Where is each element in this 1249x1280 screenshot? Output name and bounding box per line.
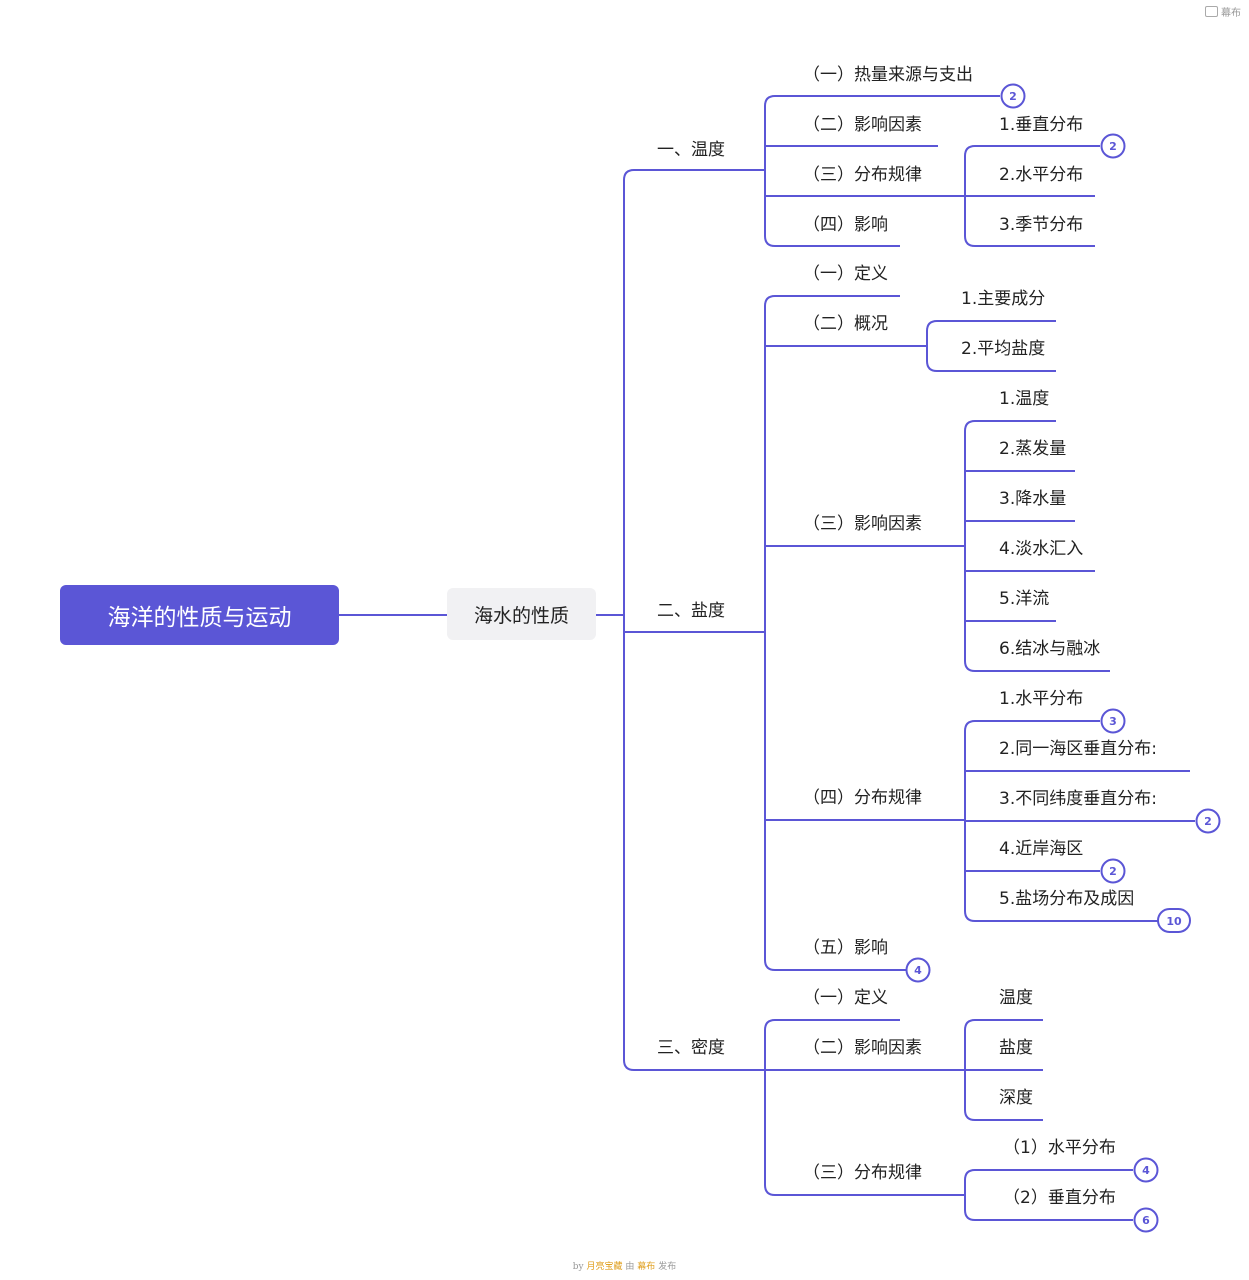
count-badge-salt-impact[interactable]: 4 (905, 957, 931, 983)
count-badge-salt-latitude[interactable]: 2 (1195, 808, 1221, 834)
footer-suffix: 发布 (658, 1262, 677, 1272)
salt-factor-freshwater[interactable]: 4.淡水汇入 (999, 539, 1084, 559)
count-badge-dens-horizontal[interactable]: 4 (1133, 1157, 1159, 1183)
salt-dist-same-area-vertical[interactable]: 2.同一海区垂直分布: (999, 739, 1157, 759)
section-salinity[interactable]: 二、盐度 (657, 601, 725, 621)
section-density[interactable]: 三、密度 (657, 1038, 725, 1058)
footer-author[interactable]: 月亮宝藏 (586, 1262, 623, 1272)
salt-overview-average[interactable]: 2.平均盐度 (961, 339, 1046, 359)
svg-text:2: 2 (1109, 865, 1117, 878)
footer-by: by (572, 1262, 584, 1272)
salt-overview-composition[interactable]: 1.主要成分 (961, 289, 1046, 309)
temp-distribution[interactable]: （三）分布规律 (803, 165, 922, 185)
svg-text:10: 10 (1166, 915, 1182, 928)
footer-brand[interactable]: 幕布 (637, 1262, 656, 1272)
dens-factor-depth[interactable]: 深度 (999, 1088, 1033, 1108)
root-topic[interactable]: 海洋的性质与运动 (60, 585, 339, 645)
dens-dist-horizontal[interactable]: （1）水平分布 (1003, 1138, 1116, 1158)
salt-factor-temperature[interactable]: 1.温度 (999, 389, 1050, 409)
svg-text:2: 2 (1009, 90, 1017, 103)
svg-text:6: 6 (1142, 1214, 1150, 1227)
salt-dist-nearshore[interactable]: 4.近岸海区 (999, 839, 1084, 859)
dens-factors[interactable]: （二）影响因素 (803, 1038, 922, 1058)
subtopic-seawater-properties[interactable]: 海水的性质 (447, 588, 596, 640)
dens-distribution[interactable]: （三）分布规律 (803, 1163, 922, 1183)
count-badge-salt-nearshore[interactable]: 2 (1100, 858, 1126, 884)
svg-text:4: 4 (914, 964, 922, 977)
temp-impact[interactable]: （四）影响 (803, 215, 888, 235)
temp-dist-horizontal[interactable]: 2.水平分布 (999, 165, 1084, 185)
mubu-logo-icon (1205, 6, 1218, 17)
footer-credit: by 月亮宝藏 由 幕布 发布 (0, 1259, 1249, 1272)
temp-dist-vertical[interactable]: 1.垂直分布 (999, 115, 1084, 135)
count-badge-salt-horizontal[interactable]: 3 (1100, 708, 1126, 734)
count-badge-temp-vertical[interactable]: 2 (1100, 133, 1126, 159)
dens-definition[interactable]: （一）定义 (803, 988, 888, 1008)
count-badge-temp-source[interactable]: 2 (1000, 83, 1026, 109)
dens-factor-temperature[interactable]: 温度 (999, 988, 1033, 1008)
footer-mid: 由 (625, 1262, 635, 1272)
dens-factor-salinity[interactable]: 盐度 (999, 1038, 1033, 1058)
salt-factor-currents[interactable]: 5.洋流 (999, 589, 1050, 609)
brand-label: 幕布 (1221, 8, 1241, 19)
temp-factors[interactable]: （二）影响因素 (803, 115, 922, 135)
salt-impact[interactable]: （五）影响 (803, 938, 888, 958)
svg-text:3: 3 (1109, 715, 1117, 728)
salt-factors[interactable]: （三）影响因素 (803, 514, 922, 534)
svg-text:2: 2 (1109, 140, 1117, 153)
salt-factor-precipitation[interactable]: 3.降水量 (999, 489, 1067, 509)
dens-dist-vertical[interactable]: （2）垂直分布 (1003, 1188, 1116, 1208)
salt-distribution[interactable]: （四）分布规律 (803, 788, 922, 808)
temp-heat-source[interactable]: （一）热量来源与支出 (803, 65, 973, 85)
svg-text:4: 4 (1142, 1164, 1150, 1177)
salt-definition[interactable]: （一）定义 (803, 264, 888, 284)
salt-dist-horizontal[interactable]: 1.水平分布 (999, 689, 1084, 709)
salt-dist-saltfield[interactable]: 5.盐场分布及成因 (999, 889, 1135, 909)
brand-watermark: 幕布 (1205, 4, 1241, 19)
count-badge-salt-saltfield[interactable]: 10 (1157, 908, 1191, 933)
salt-dist-latitude-vertical[interactable]: 3.不同纬度垂直分布: (999, 789, 1157, 809)
count-badge-dens-vertical[interactable]: 6 (1133, 1207, 1159, 1233)
salt-factor-ice[interactable]: 6.结冰与融冰 (999, 639, 1101, 659)
temp-dist-seasonal[interactable]: 3.季节分布 (999, 215, 1084, 235)
salt-overview[interactable]: （二）概况 (803, 314, 888, 334)
section-temperature[interactable]: 一、温度 (657, 140, 725, 160)
svg-text:2: 2 (1204, 815, 1212, 828)
salt-factor-evaporation[interactable]: 2.蒸发量 (999, 439, 1067, 459)
